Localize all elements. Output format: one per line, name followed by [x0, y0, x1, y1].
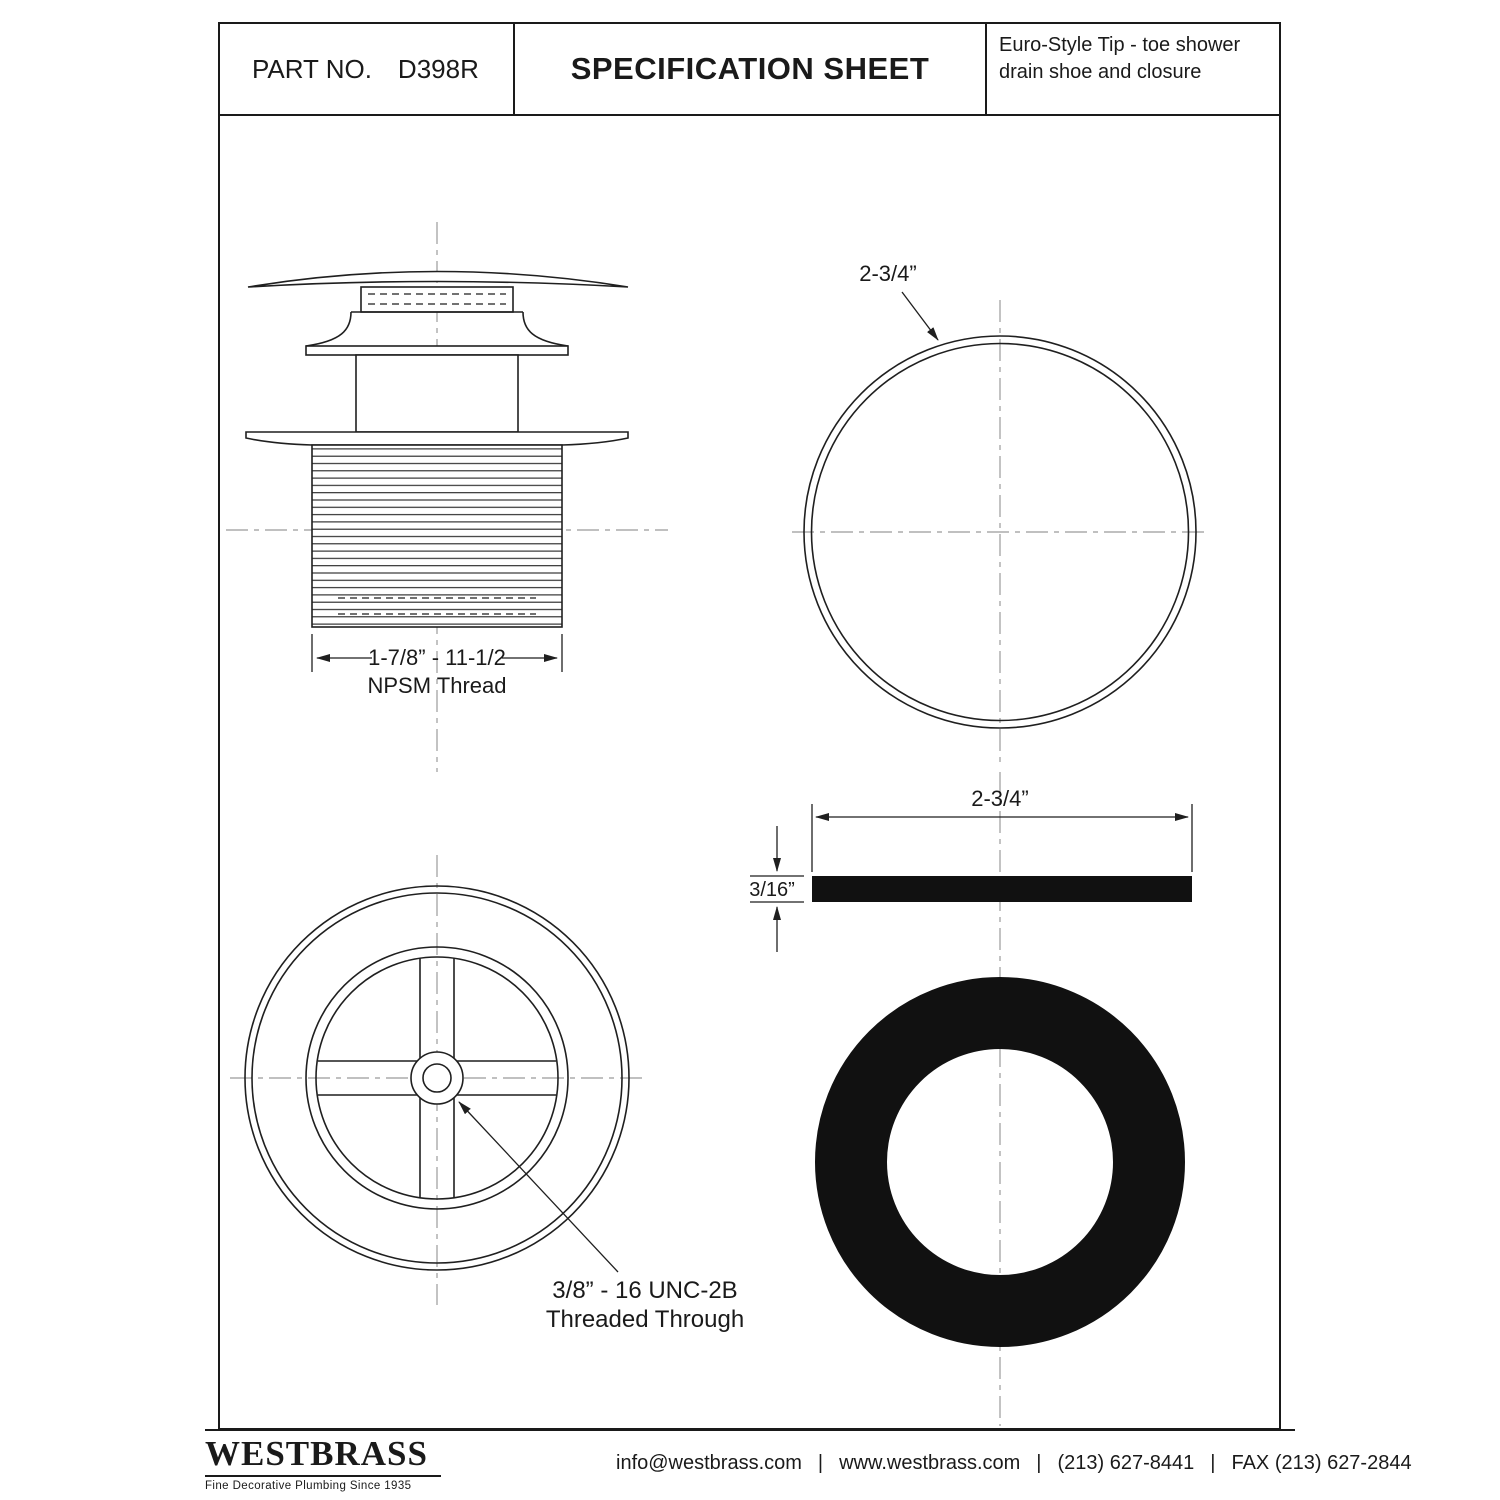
thread-note-line1: 3/8” - 16 UNC-2B — [552, 1277, 737, 1304]
gasket-thickness-dimension: 3/16” — [749, 826, 804, 952]
top-view-drawing: 2-3/4” — [803, 261, 1197, 729]
contact-separator: | — [1210, 1452, 1216, 1474]
gasket-ring — [815, 977, 1185, 1347]
footer-rule — [205, 1429, 1295, 1431]
brand-logo: WESTBRASS Fine Decorative Plumbing Since… — [205, 1434, 445, 1492]
drain-cap — [247, 270, 629, 288]
diameter-leader — [901, 291, 939, 341]
thread-dim-text-line1: 1-7/8” - 11-1/2 — [368, 645, 506, 670]
side-view-drawing: 1-7/8” - 11-1/2 NPSM Thread — [245, 270, 629, 698]
brand-underline — [205, 1474, 441, 1477]
contact-website: www.westbrass.com — [839, 1452, 1021, 1474]
cap-stem — [360, 286, 514, 313]
gasket-bar — [812, 876, 1192, 902]
contact-separator: | — [1036, 1452, 1042, 1474]
shoe-flange — [245, 431, 629, 446]
contact-info: info@westbrass.com | www.westbrass.com |… — [616, 1452, 1412, 1475]
hub-threaded-hole — [422, 1063, 452, 1093]
part-number-value: D398R — [397, 53, 479, 84]
product-description-cell: Euro-Style Tip - toe shower drain shoe a… — [987, 24, 1279, 114]
threaded-barrel — [311, 444, 563, 628]
cap-inner-circle — [810, 342, 1190, 722]
bell-flare — [305, 311, 352, 347]
gasket-width-text: 2-3/4” — [971, 786, 1028, 811]
thread-note-leader — [458, 1101, 619, 1273]
gasket-thickness-text: 3/16” — [749, 879, 795, 901]
contact-email: info@westbrass.com — [616, 1452, 802, 1474]
thread-dim-text-line2: NPSM Thread — [368, 673, 507, 698]
part-number-label: PART NO. — [252, 53, 372, 84]
brand-name: WESTBRASS — [205, 1434, 428, 1473]
contact-separator: | — [817, 1452, 824, 1474]
drain-body — [355, 354, 519, 433]
sheet-title: SPECIFICATION SHEET — [570, 51, 930, 86]
cap-outer-circle — [803, 335, 1197, 729]
sheet-title-cell: SPECIFICATION SHEET — [515, 24, 987, 114]
sheet-border: PART NO. D398R SPECIFICATION SHEET Euro-… — [218, 22, 1281, 1430]
strainer-ring-circle — [305, 946, 569, 1210]
brand-tagline: Fine Decorative Plumbing Since 1935 — [205, 1479, 412, 1492]
part-number-cell: PART NO. D398R — [220, 24, 515, 114]
title-block: PART NO. D398R SPECIFICATION SHEET Euro-… — [220, 24, 1279, 116]
flare-plate — [305, 345, 569, 356]
thread-note-line2: Threaded Through — [546, 1306, 744, 1333]
contact-phone: (213) 627-8441 — [1057, 1452, 1195, 1474]
thread-dimension: 1-7/8” - 11-1/2 NPSM Thread — [311, 634, 563, 698]
strainer-outer-circle — [244, 885, 630, 1271]
product-description: Euro-Style Tip - toe shower drain shoe a… — [999, 34, 1241, 83]
gasket-top-view — [815, 977, 1185, 1347]
gasket-side-view: 2-3/4” 3/16” — [749, 786, 1193, 952]
bottom-view-drawing: 3/8” - 16 UNC-2B Threaded Through — [244, 885, 744, 1333]
cap-diameter-text: 2-3/4” — [859, 261, 916, 286]
contact-fax: FAX (213) 627-2844 — [1231, 1452, 1412, 1474]
